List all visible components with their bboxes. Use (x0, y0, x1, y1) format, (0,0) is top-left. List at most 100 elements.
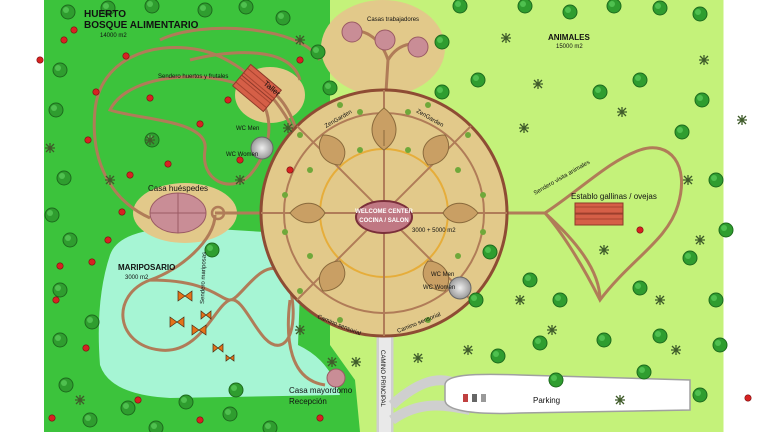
parking-lot[interactable] (444, 373, 691, 415)
tree-icon (552, 292, 568, 308)
label-wc-women-right: WC Women (423, 285, 455, 291)
palm-icon (351, 357, 361, 367)
car-icon (472, 394, 477, 402)
building-casa-mayordomo[interactable] (326, 368, 346, 388)
tree-icon (548, 372, 564, 388)
palm-icon (533, 79, 543, 89)
palm-icon (737, 115, 747, 125)
tree-icon (322, 80, 338, 96)
palm-icon (615, 395, 625, 405)
wc-left[interactable] (250, 136, 274, 160)
tree-icon (120, 400, 136, 416)
tree-icon (522, 272, 538, 288)
tree-icon (632, 72, 648, 88)
fruit-icon (236, 156, 244, 164)
animales-area: 15000 m2 (556, 44, 583, 50)
car-icon (463, 394, 468, 402)
label-center-area: 3000 + 5000 m2 (412, 228, 456, 234)
tree-icon (52, 332, 68, 348)
tree-icon (692, 6, 708, 22)
label-wc-women-left: WC Women (226, 152, 258, 158)
label-sendero-huertos: Sendero huertos y frutales (158, 74, 228, 80)
palm-icon (45, 143, 55, 153)
tree-icon (482, 244, 498, 260)
building-casa-huespedes[interactable] (149, 192, 207, 234)
palm-icon (515, 295, 525, 305)
tree-icon (84, 314, 100, 330)
building-taller[interactable] (231, 63, 283, 113)
fruit-icon (744, 394, 752, 402)
palm-icon (283, 123, 293, 133)
palm-icon (547, 325, 557, 335)
palm-icon (295, 35, 305, 45)
zen-gardens (289, 107, 479, 292)
welcome-center[interactable] (355, 200, 413, 234)
tree-icon (452, 0, 468, 14)
tree-icon (632, 280, 648, 296)
fruit-icon (56, 262, 64, 270)
tree-icon (44, 207, 60, 223)
tree-icon (144, 0, 160, 14)
fruit-icon (146, 94, 154, 102)
tree-icon (197, 2, 213, 18)
wc-right[interactable] (448, 276, 472, 300)
tree-icon (178, 394, 194, 410)
fruit-icon (88, 258, 96, 266)
fruit-icon (164, 160, 172, 168)
huerto-title: HUERTO (84, 9, 126, 20)
huerto-subtitle: BOSQUE ALIMENTARIO (84, 20, 199, 31)
fruit-icon (92, 88, 100, 96)
tree-icon (532, 335, 548, 351)
sendero-mariposas-path (121, 214, 295, 352)
tree-icon (310, 44, 326, 60)
tree-icon (718, 222, 734, 238)
tree-icon (238, 0, 254, 15)
fruit-icon (126, 171, 134, 179)
fruit-icon (36, 56, 44, 64)
tree-icon (682, 250, 698, 266)
fruit-icon (286, 166, 294, 174)
animales-title: ANIMALES (548, 33, 590, 42)
car-icon (481, 394, 486, 402)
palm-icon (599, 245, 609, 255)
fruit-icons (36, 26, 752, 424)
fruit-icon (52, 296, 60, 304)
fruit-icon (636, 226, 644, 234)
label-casas-trabajadores: Casas trabajadores (367, 17, 419, 23)
palm-icon (413, 353, 423, 363)
label-sendero-mariposas: Sendero mariposas (200, 252, 208, 304)
butterfly-icons (169, 290, 235, 362)
label-wc-men-right: WC Men (431, 272, 454, 278)
tree-icon (434, 84, 450, 100)
fruit-icon (48, 414, 56, 422)
label-establo: Establo gallinas / ovejas (571, 192, 657, 201)
tree-icon (58, 377, 74, 393)
mariposario-title: MARIPOSARIO (118, 263, 175, 272)
fruit-icon (70, 26, 78, 34)
tree-icon (434, 34, 450, 50)
palm-icon (75, 395, 85, 405)
tree-icon (148, 420, 164, 436)
tree-icon (222, 406, 238, 422)
tree-icon (52, 282, 68, 298)
building-establo[interactable] (574, 202, 624, 226)
fruit-icon (224, 96, 232, 104)
tree-icon (48, 102, 64, 118)
label-welcome-cocina: COCINA / SALON (359, 218, 408, 224)
palm-icon (327, 357, 337, 367)
palm-icon (501, 33, 511, 43)
tree-icon (468, 292, 484, 308)
casas-trabajadores-houses[interactable] (341, 21, 429, 58)
fruit-icon (196, 120, 204, 128)
label-casa-huespedes: Casa huéspedes (148, 184, 208, 193)
huerto-area: 14000 m2 (100, 33, 127, 39)
tree-icon (692, 387, 708, 403)
palm-icon (683, 175, 693, 185)
palm-icon (145, 135, 155, 145)
tree-icon (596, 332, 612, 348)
tree-icon (694, 92, 710, 108)
tree-icon (708, 172, 724, 188)
tree-icon (60, 4, 76, 20)
tree-icon (562, 4, 578, 20)
